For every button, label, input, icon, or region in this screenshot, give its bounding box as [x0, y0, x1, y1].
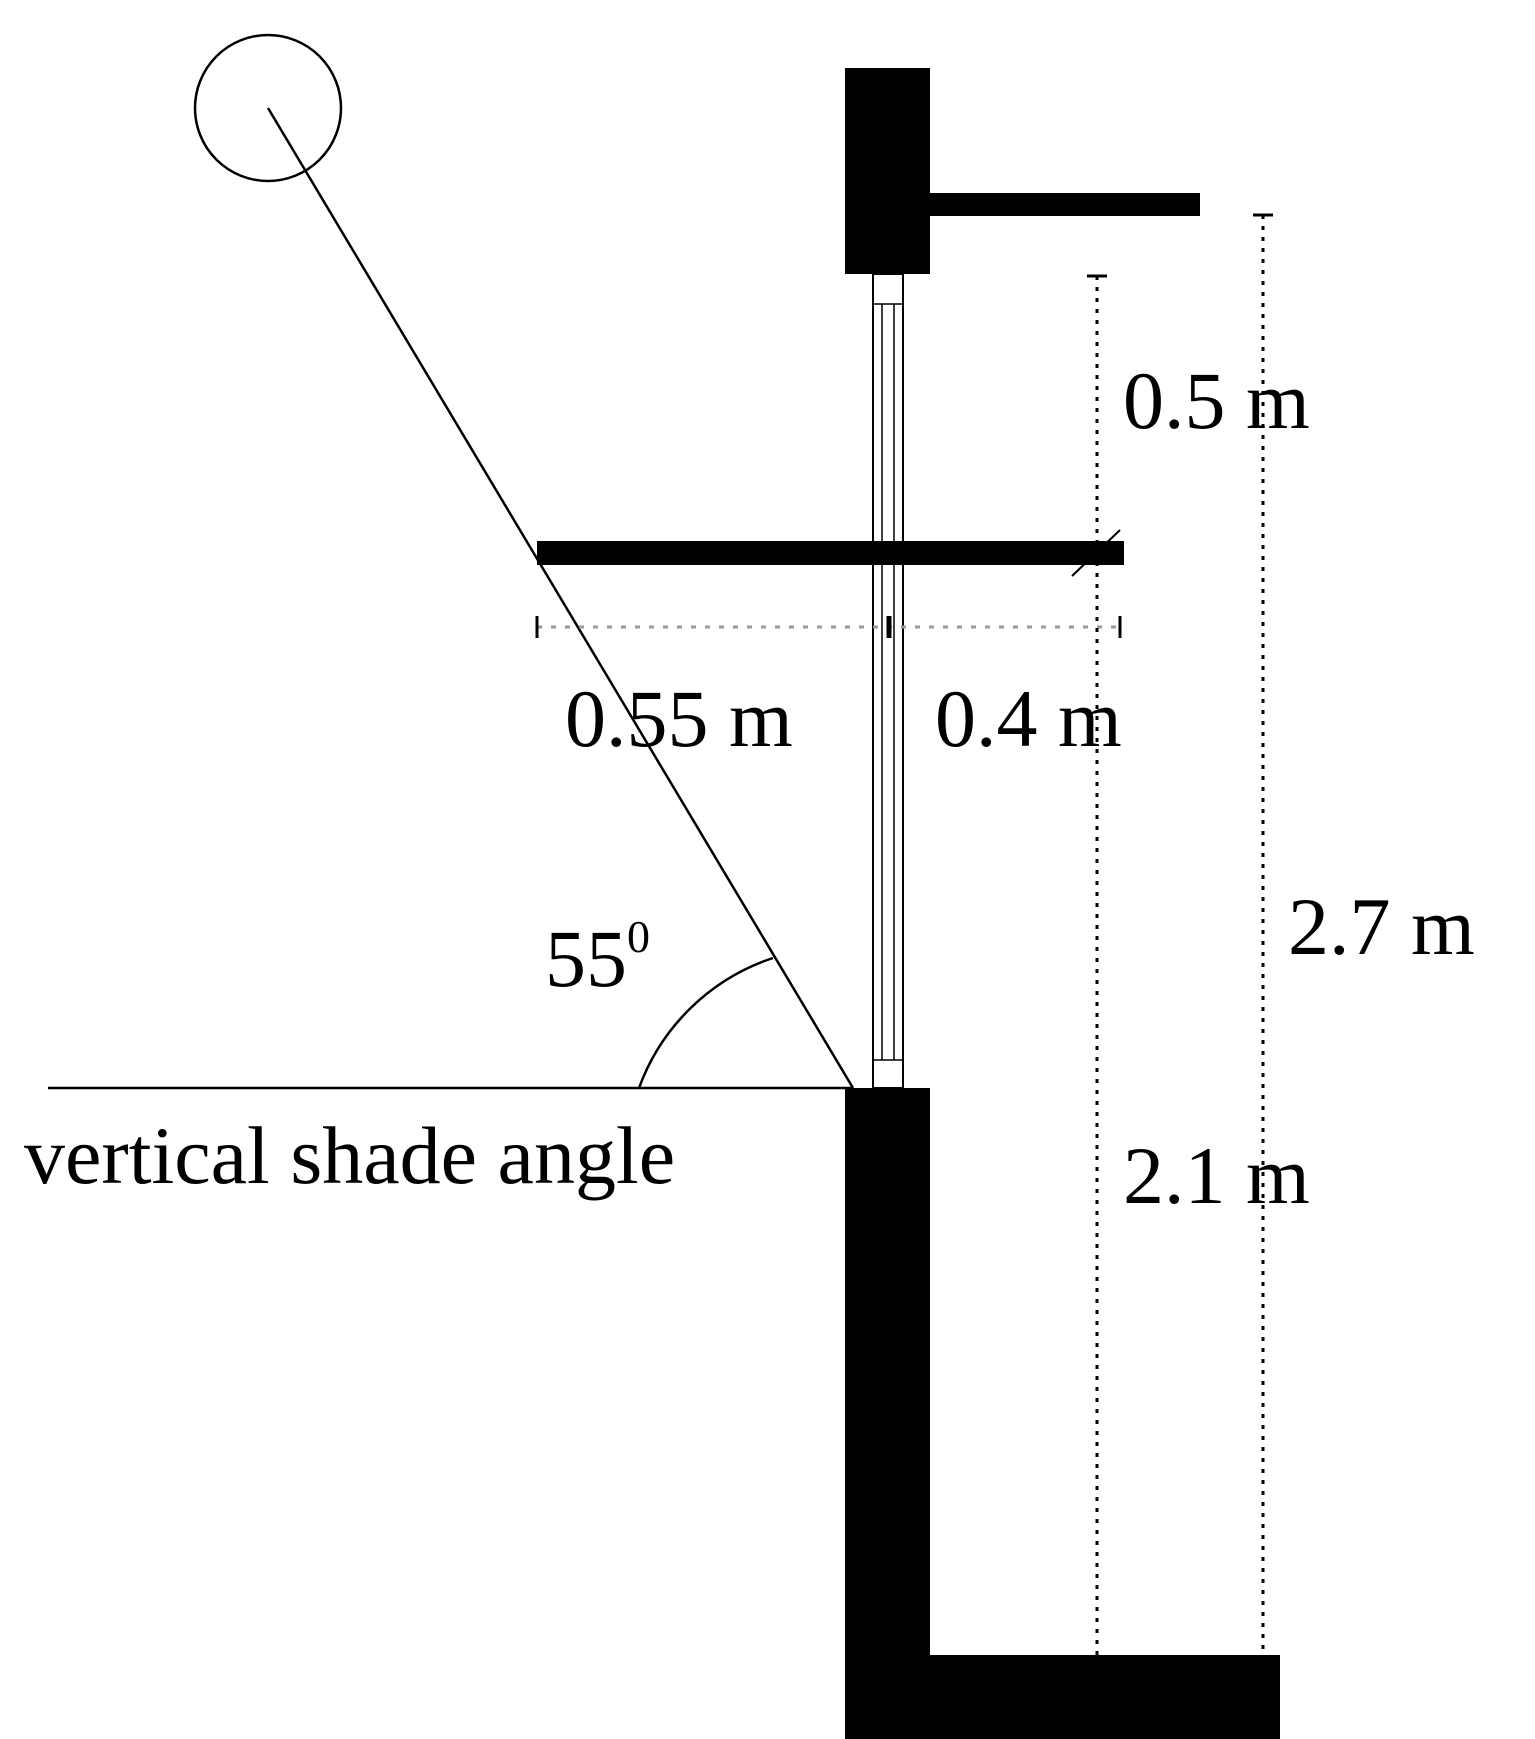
label-total-height: 2.7 m — [1288, 881, 1475, 972]
lower-wall — [845, 1088, 930, 1739]
top-wall — [845, 68, 930, 274]
label-overhang-outer: 0.55 m — [565, 673, 793, 764]
sun-ray — [266, 107, 855, 1089]
angle-degree-mark: 0 — [627, 911, 650, 962]
floor-slab — [845, 1655, 1280, 1739]
label-top-gap: 0.5 m — [1123, 355, 1310, 446]
angle-label: 550 — [545, 911, 650, 1004]
angle-value: 55 — [545, 913, 627, 1004]
overhang-slash-tick — [1071, 529, 1121, 577]
label-overhang-inner: 0.4 m — [935, 673, 1122, 764]
sun-icon — [193, 33, 343, 183]
caption-vertical-shade-angle: vertical shade angle — [24, 1110, 675, 1201]
label-window-height: 2.1 m — [1123, 1130, 1310, 1221]
shading-overhang — [537, 541, 1124, 565]
angle-arc — [637, 956, 774, 1089]
roof-overhang — [930, 193, 1200, 216]
window-frame — [872, 273, 904, 1089]
